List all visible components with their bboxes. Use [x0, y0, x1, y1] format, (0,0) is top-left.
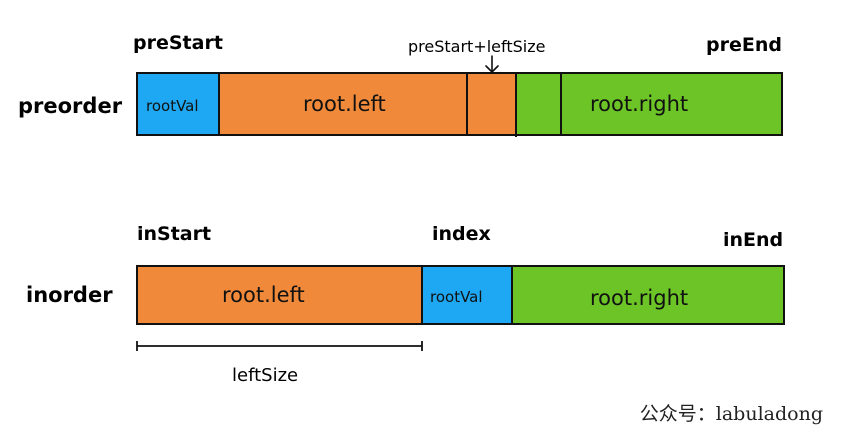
left-size-label: leftSize [232, 365, 298, 386]
preorder-row-label: preorder [18, 94, 123, 118]
pre-start-label: preStart [133, 32, 223, 54]
in-root-segment [422, 266, 512, 324]
in-root-text: rootVal [430, 288, 483, 306]
pre-outline [136, 72, 783, 136]
in-end-label: inEnd [723, 229, 783, 251]
in-left-segment [137, 266, 422, 324]
watermark: 公众号：labuladong [640, 403, 823, 425]
in-outline [136, 265, 785, 325]
in-start-label: inStart [137, 223, 211, 245]
in-right-segment [512, 266, 784, 324]
pre-right-text: root.right [590, 92, 688, 116]
pre-dividers [218, 73, 562, 137]
pre-root-segment [137, 73, 219, 135]
inorder-row-label: inorder [26, 283, 113, 307]
pre-split-label: preStart+leftSize [408, 37, 545, 56]
pre-end-label: preEnd [706, 34, 782, 56]
left-size-bracket [136, 341, 423, 351]
in-left-text: root.left [222, 283, 305, 307]
in-right-text: root.right [590, 286, 688, 310]
pre-root-text: rootVal [146, 97, 199, 115]
pre-left-text: root.left [303, 92, 386, 116]
in-index-label: index [432, 223, 491, 245]
in-dividers [421, 266, 513, 324]
pre-split-arrow-icon [485, 55, 499, 74]
